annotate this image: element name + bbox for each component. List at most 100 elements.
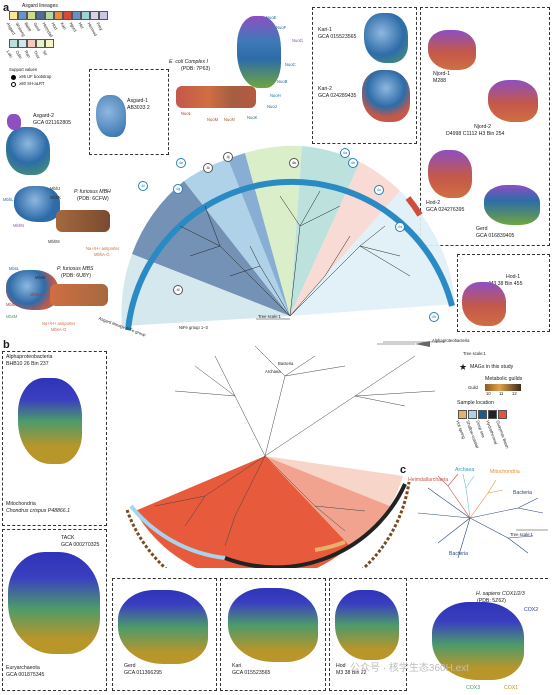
njord1-structure bbox=[428, 30, 476, 70]
support-dot-outline bbox=[11, 82, 16, 87]
support-value-2: ≥80 SH-aLRT bbox=[19, 81, 45, 86]
njord1-name: Njord-1 bbox=[433, 71, 451, 77]
guild-ring bbox=[125, 481, 411, 568]
kari2-name: Kari-2 bbox=[318, 86, 332, 92]
mbs-pdb: (PDB: 6U8Y) bbox=[61, 273, 91, 279]
tree-node-label: 4i bbox=[203, 163, 213, 173]
tree-branch bbox=[254, 345, 346, 457]
lineage-swatch bbox=[18, 39, 27, 48]
panel-c-heimdall: Heimdallarchaeia bbox=[408, 477, 449, 483]
support-dot-black bbox=[11, 75, 16, 80]
sample-swatch bbox=[458, 410, 467, 419]
mbs-label: MbsM bbox=[6, 314, 18, 319]
tree-node-label: 4j bbox=[223, 152, 233, 162]
mbh-title: P. furiosus MBH bbox=[74, 189, 111, 195]
kari-b-title: Kari bbox=[232, 663, 242, 669]
hod-b-id: M3 38 Bin 22 bbox=[336, 670, 367, 676]
sample-swatch bbox=[478, 410, 487, 419]
lineage-swatch bbox=[9, 39, 18, 48]
hod2-name: Hod-2 bbox=[426, 200, 441, 206]
watermark: 公众号 · 核学生态360H.ext bbox=[350, 663, 469, 674]
tree-branch bbox=[462, 473, 475, 519]
kari-b-box bbox=[220, 578, 326, 691]
tree-branch bbox=[264, 355, 436, 457]
clade-wedge-pale-green bbox=[245, 145, 302, 316]
alpha-id: BHB10 26 Bin 237 bbox=[6, 361, 49, 367]
tree-branch bbox=[289, 235, 351, 317]
panel-a-tree bbox=[121, 145, 455, 331]
mbs-antiporter-label: Na+/H+ antiporter bbox=[42, 321, 76, 326]
lineage-label: Odin bbox=[14, 49, 24, 60]
panel-b-tree bbox=[125, 341, 445, 568]
kari1-name: Kari-1 bbox=[318, 27, 332, 33]
asgard2-arm bbox=[7, 114, 21, 130]
human-structure bbox=[432, 602, 524, 680]
panel-c-archaea: Archaea bbox=[455, 467, 475, 473]
human-pdb: (PDB: 5Z62) bbox=[477, 598, 506, 604]
asgard1-structure bbox=[96, 95, 126, 137]
tree-node-label: 4l bbox=[173, 285, 183, 295]
lineage-swatch bbox=[9, 11, 18, 20]
metabolic-guilds-title: Metabolic guilds bbox=[485, 376, 523, 382]
panel-c-bacteria-bottom: Bacteria bbox=[449, 551, 469, 557]
human-title: H. sapiens COX1/2/3 bbox=[476, 591, 525, 597]
sample-location-title: Sample location bbox=[457, 400, 494, 406]
lineage-swatch bbox=[18, 11, 27, 20]
panel-a-tree-scale: Tree scale:1 bbox=[258, 314, 281, 319]
support-values-title: Support values bbox=[9, 67, 37, 72]
tree-branch bbox=[174, 355, 266, 457]
nuo-label: NuoF bbox=[276, 25, 287, 30]
sample-swatch bbox=[468, 410, 477, 419]
hod-b-title: Hod bbox=[336, 663, 346, 669]
mbh-structure bbox=[14, 186, 60, 222]
eury-title: Euryarchaeota bbox=[6, 665, 40, 671]
sample-label: Guaymas Basin bbox=[495, 419, 511, 450]
lineage-label: Kari bbox=[59, 21, 68, 31]
tree-branch bbox=[224, 455, 266, 547]
sample-ring-dark bbox=[224, 483, 407, 568]
ecoli-peripheral-arm bbox=[237, 16, 281, 88]
mito-title: Mitochondria bbox=[6, 501, 36, 507]
lineage-labels-row1: Asgard Wukong Baldr Gerd Heimdall Hod Ka… bbox=[6, 21, 113, 39]
gerd-a-structure bbox=[484, 185, 540, 225]
nuo-label: NuoC bbox=[285, 62, 296, 67]
tack-eury-box bbox=[2, 529, 107, 691]
tree-node-label: 4c bbox=[374, 185, 384, 195]
panel-c-bacteria-top: Bacteria bbox=[513, 490, 533, 496]
nuo-label: NuoJ bbox=[267, 104, 277, 109]
cox2-label: COX2 bbox=[524, 607, 539, 613]
tree-node-label: 4e bbox=[176, 158, 186, 168]
mbs-antiporter-sub: MbsA-G bbox=[51, 327, 67, 332]
panel-b-alpha-root-label: Alphaproteobacteria bbox=[432, 338, 470, 343]
hod1-box bbox=[457, 254, 550, 332]
hod2-gca: GCA 024276395 bbox=[426, 207, 465, 213]
njord-hod-gerd-box bbox=[420, 7, 550, 246]
njord2-name: Njord-2 bbox=[474, 124, 492, 130]
panel-b-tree-scale: Tree scale:1 bbox=[463, 351, 486, 356]
clade-wedge-mid-blue bbox=[228, 153, 290, 316]
ecoli-pdb: (PDB: 7P63) bbox=[181, 66, 211, 72]
tree-branch bbox=[179, 205, 291, 317]
panel-b-archaea-label: Archaea bbox=[265, 369, 281, 374]
lineage-swatch bbox=[27, 39, 36, 48]
guild-tick: 12 bbox=[512, 391, 517, 396]
nuo-label: NuoM bbox=[207, 117, 219, 122]
guild-colorbar bbox=[485, 384, 521, 391]
panel-a-letter: a bbox=[3, 2, 10, 14]
tree-branch bbox=[229, 245, 291, 317]
panel-c-letter: c bbox=[400, 464, 407, 476]
lineage-swatches-row2 bbox=[9, 39, 69, 49]
kari-b-structure bbox=[228, 588, 318, 662]
sample-swatch bbox=[498, 410, 507, 419]
guild-tick: 11 bbox=[499, 391, 504, 396]
mbh-label: MbhM bbox=[48, 239, 60, 244]
asgard-lineages-title: Asgard lineages bbox=[22, 3, 58, 9]
kari1-structure bbox=[364, 13, 408, 63]
orange-fan-main bbox=[135, 456, 350, 568]
tack-eury-structure bbox=[8, 552, 100, 654]
lineage-label: Thor bbox=[32, 49, 42, 60]
eury-gca: GCA 001875345 bbox=[6, 672, 45, 678]
alpha-structure bbox=[18, 378, 82, 464]
mbh-label: MbhN bbox=[13, 223, 25, 228]
alpha-title: Alphaproteobacteria bbox=[6, 354, 53, 360]
